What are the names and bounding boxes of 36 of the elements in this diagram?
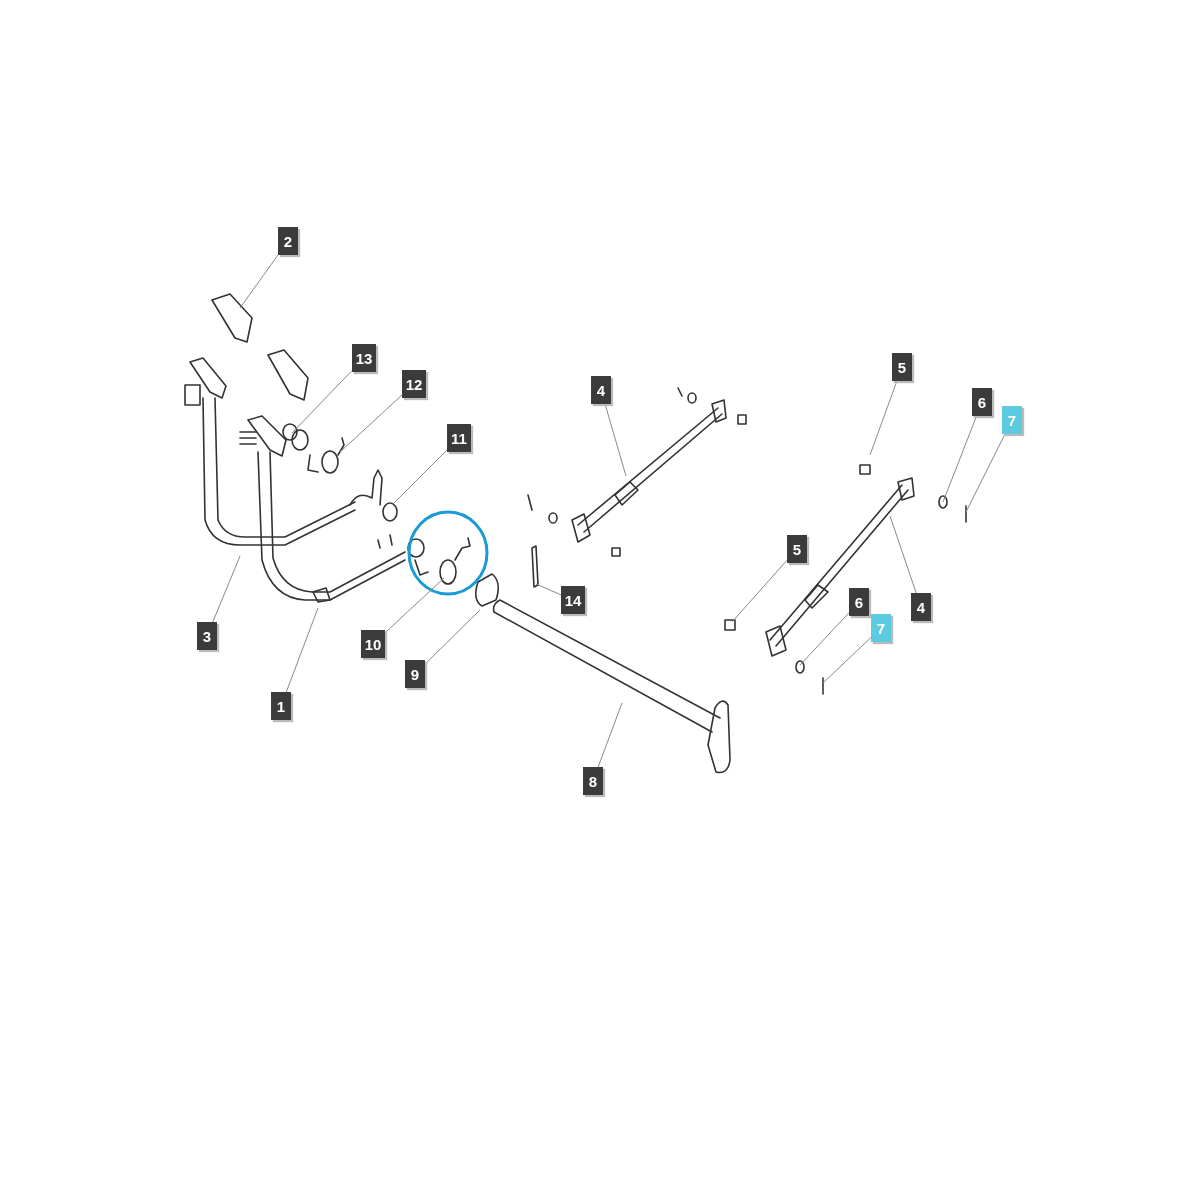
leader-line [604, 403, 627, 477]
leader-line [339, 394, 403, 453]
callout-number: 7 [1002, 406, 1022, 434]
leader-line [942, 415, 978, 503]
callout-number: 14 [561, 586, 585, 614]
leader-line [965, 433, 1006, 513]
callout-number: 9 [405, 660, 425, 688]
callout-number: 3 [197, 622, 217, 650]
leader-line [285, 607, 319, 693]
leader-line [869, 380, 898, 456]
leader-line [239, 254, 279, 309]
leader-line [391, 449, 448, 506]
callout-number: 2 [278, 227, 298, 255]
leader-line [889, 515, 917, 594]
callout-number: 5 [787, 535, 807, 563]
callout-number: 13 [352, 344, 376, 372]
callout-number: 8 [583, 767, 603, 795]
callout-number: 4 [591, 376, 611, 404]
callout-number: 10 [361, 630, 385, 658]
callout-number: 7 [871, 614, 891, 642]
leader-line [424, 609, 481, 665]
leader-line [212, 555, 241, 623]
callout-number: 11 [447, 424, 471, 452]
leader-line [597, 702, 623, 768]
callout-number: 12 [402, 370, 426, 398]
leader-line [384, 577, 445, 634]
callout-number: 1 [271, 692, 291, 720]
leader-line [799, 612, 850, 666]
leader-line [731, 559, 788, 623]
callout-number: 6 [849, 588, 869, 616]
leader-line [291, 370, 353, 434]
leader-line [535, 583, 562, 596]
leader-line [822, 637, 872, 684]
callout-number: 4 [911, 593, 931, 621]
callout-number: 6 [972, 388, 992, 416]
callout-number: 5 [892, 353, 912, 381]
